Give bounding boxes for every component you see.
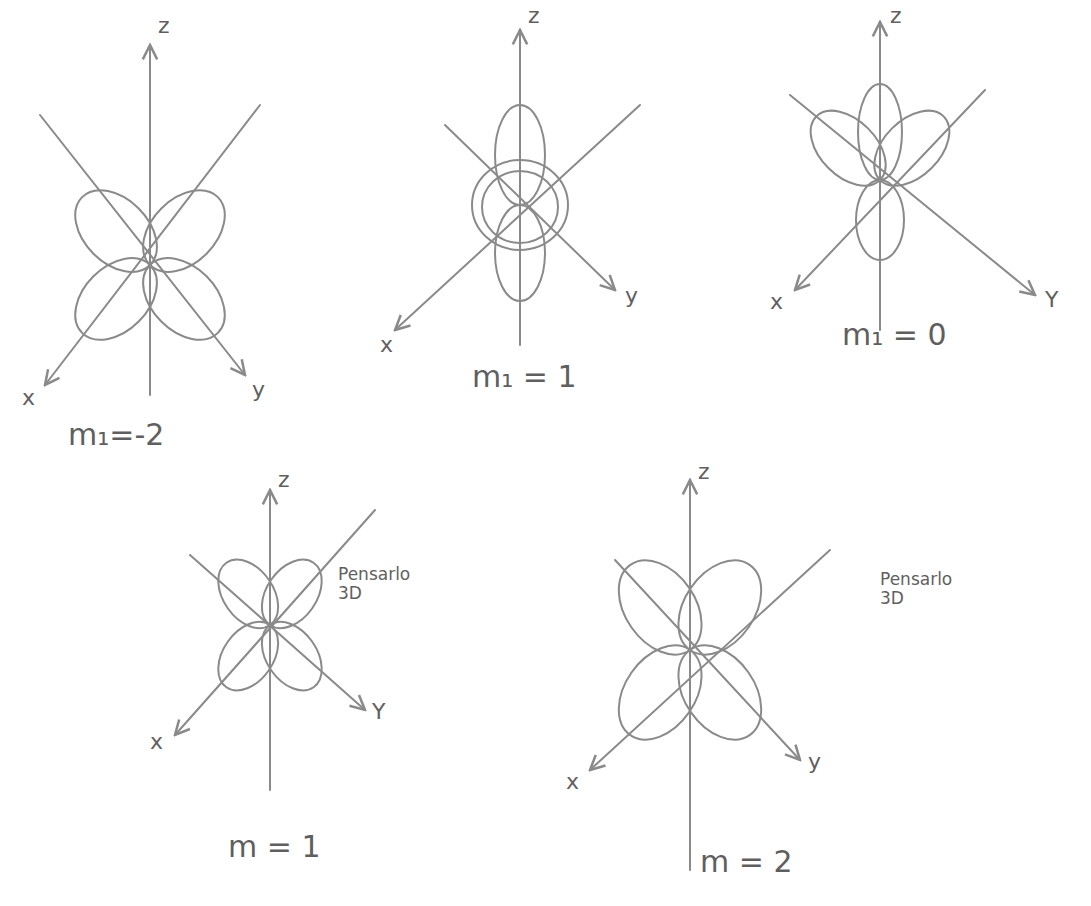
orbital-lobes (797, 84, 964, 260)
axis-label: z (158, 14, 170, 38)
orbital-lobes (472, 105, 568, 301)
axis-label: z (528, 4, 540, 28)
axis-label: z (698, 460, 710, 484)
orbital-lobes (602, 545, 779, 756)
axes (590, 480, 830, 870)
orbital-label: m = 1 (228, 830, 321, 863)
axis-label: x (566, 770, 579, 794)
axes (40, 45, 260, 395)
axis-label: Y (1045, 288, 1058, 312)
axis-label: x (150, 730, 163, 754)
axes (790, 22, 1035, 330)
note: Pensarlo 3D (338, 565, 422, 602)
orbital-label: m₁ = 1 (472, 360, 577, 393)
axis-label: x (380, 333, 393, 357)
axis-label: z (890, 4, 902, 28)
axes (395, 30, 640, 345)
axis-label: x (22, 386, 35, 410)
axis-label: y (808, 750, 821, 774)
orbital-label: m = 2 (700, 845, 793, 878)
axis-label: y (252, 378, 265, 402)
note: Pensarlo 3D (880, 570, 964, 607)
axis-label: z (278, 468, 290, 492)
orbital-label: m₁ = 0 (842, 318, 947, 351)
orbital-lobes (206, 548, 334, 701)
axis-label: x (770, 290, 783, 314)
orbital-label: m₁=-2 (68, 418, 164, 451)
axis-label: y (625, 284, 638, 308)
orbital-lobes (59, 174, 240, 355)
axes (175, 490, 375, 790)
axis-label: Y (372, 700, 385, 724)
